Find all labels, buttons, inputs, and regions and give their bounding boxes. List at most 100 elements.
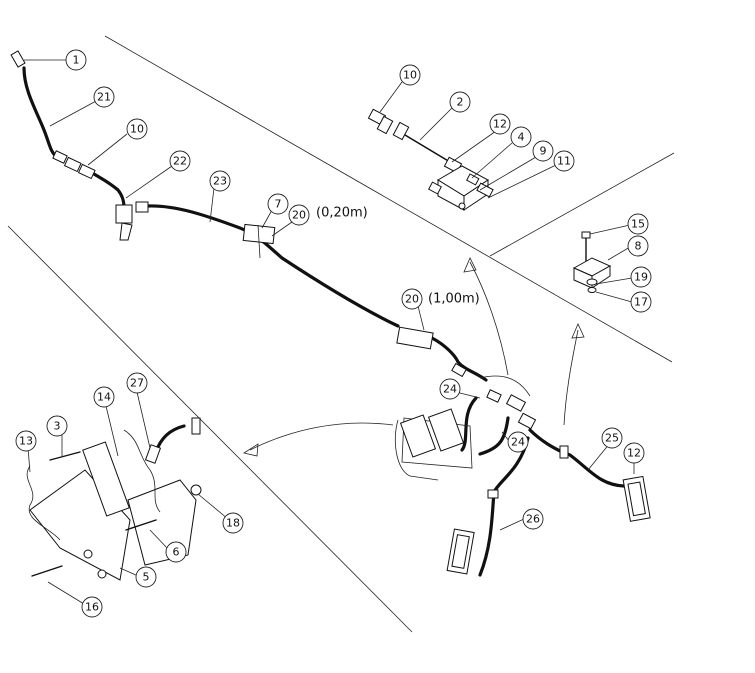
callout-circle <box>15 430 37 452</box>
callout-circle <box>630 266 652 288</box>
callout-label: 10 <box>130 123 144 136</box>
part-callout: 9 <box>532 140 554 162</box>
part-callout: 8 <box>627 235 649 257</box>
part-callout: 20 <box>288 204 310 226</box>
part-callout: 2 <box>449 91 471 113</box>
part-callout: 12 <box>623 442 645 464</box>
part-callout: 21 <box>93 86 115 108</box>
part-callout: 18 <box>222 512 244 534</box>
callout-circle <box>169 150 191 172</box>
callout-label: 20 <box>405 293 419 306</box>
callout-circle <box>439 378 461 400</box>
callout-circle <box>627 213 649 235</box>
part-callout: 19 <box>630 266 652 288</box>
callout-circle <box>507 431 529 453</box>
part-callout: 13 <box>15 430 37 452</box>
part-callout: 6 <box>165 541 187 563</box>
part-callout: 3 <box>46 415 68 437</box>
callout-circle <box>630 291 652 313</box>
fittings <box>10 50 569 499</box>
callout-label: 11 <box>557 155 571 168</box>
callout-circle <box>623 442 645 464</box>
leader-lines <box>24 59 635 605</box>
callout-circle <box>510 126 532 148</box>
part-callout: 24 <box>507 431 529 453</box>
part-callout: 14 <box>93 386 115 408</box>
callout-label: 2 <box>457 96 464 109</box>
callout-circle <box>601 427 623 449</box>
callout-label: 23 <box>213 175 227 188</box>
callout-label: 25 <box>605 432 619 445</box>
callout-label: 24 <box>443 383 457 396</box>
callout-label: 7 <box>275 198 282 211</box>
callout-label: 22 <box>173 155 187 168</box>
callout-circle <box>532 140 554 162</box>
callout-circle <box>135 566 157 588</box>
callout-circle <box>165 541 187 563</box>
callout-circle <box>627 235 649 257</box>
part-callout: 25 <box>601 427 623 449</box>
long-hose-length: (1,00m) <box>428 292 480 307</box>
part-callout: 17 <box>630 291 652 313</box>
callout-circle <box>93 86 115 108</box>
callout-circle <box>489 113 511 135</box>
callout-label: 5 <box>143 571 150 584</box>
callout-circle <box>222 512 244 534</box>
callout-circle <box>81 596 103 618</box>
bracket-assembly <box>572 231 612 293</box>
callout-label: 10 <box>403 69 417 82</box>
hose-sleeves <box>242 223 434 350</box>
part-callout: 20 <box>401 288 423 310</box>
section-lines <box>7 35 675 633</box>
callout-label: 12 <box>493 118 507 131</box>
part-callout: 23 <box>209 170 231 192</box>
callout-label: 6 <box>173 546 180 559</box>
callout-label: 27 <box>130 377 144 390</box>
callout-circle <box>126 118 148 140</box>
callout-label: 14 <box>97 391 111 404</box>
callout-circle <box>209 170 231 192</box>
callout-label: 18 <box>226 517 240 530</box>
callout-circle <box>46 415 68 437</box>
callout-label: 1 <box>73 54 80 67</box>
callout-label: 19 <box>634 271 648 284</box>
callout-circle <box>288 204 310 226</box>
part-callout: 12 <box>489 113 511 135</box>
callout-label: 8 <box>635 240 642 253</box>
callout-circle <box>399 64 421 86</box>
callout-label: 12 <box>627 447 641 460</box>
calipers <box>394 375 651 575</box>
callout-label: 13 <box>19 435 33 448</box>
part-callout: 26 <box>522 508 544 530</box>
part-callout: 15 <box>627 213 649 235</box>
callout-label: 4 <box>518 131 525 144</box>
part-callout: 11 <box>553 150 575 172</box>
callout-circle <box>267 193 289 215</box>
callout-label: 21 <box>97 91 111 104</box>
callout-label: 17 <box>634 296 648 309</box>
part-callout: 4 <box>510 126 532 148</box>
part-callout: 27 <box>126 372 148 394</box>
part-callout: 5 <box>135 566 157 588</box>
callout-label: 9 <box>540 145 547 158</box>
part-callout: 10 <box>126 118 148 140</box>
part-callout: 7 <box>267 193 289 215</box>
callout-label: 15 <box>631 218 645 231</box>
callout-circle <box>401 288 423 310</box>
callout-circle <box>449 91 471 113</box>
part-callout: 1 <box>65 49 87 71</box>
callout-circle <box>522 508 544 530</box>
short-hose-length: (0,20m) <box>316 206 368 221</box>
view-arrows <box>242 257 585 457</box>
valve-assembly <box>367 108 494 211</box>
part-callout: 24 <box>439 378 461 400</box>
callout-circle <box>65 49 87 71</box>
callout-circle <box>553 150 575 172</box>
part-callout: 16 <box>81 596 103 618</box>
part-callout: 22 <box>169 150 191 172</box>
callout-circle <box>93 386 115 408</box>
callout-label: 20 <box>292 209 306 222</box>
callout-label: 16 <box>85 601 99 614</box>
